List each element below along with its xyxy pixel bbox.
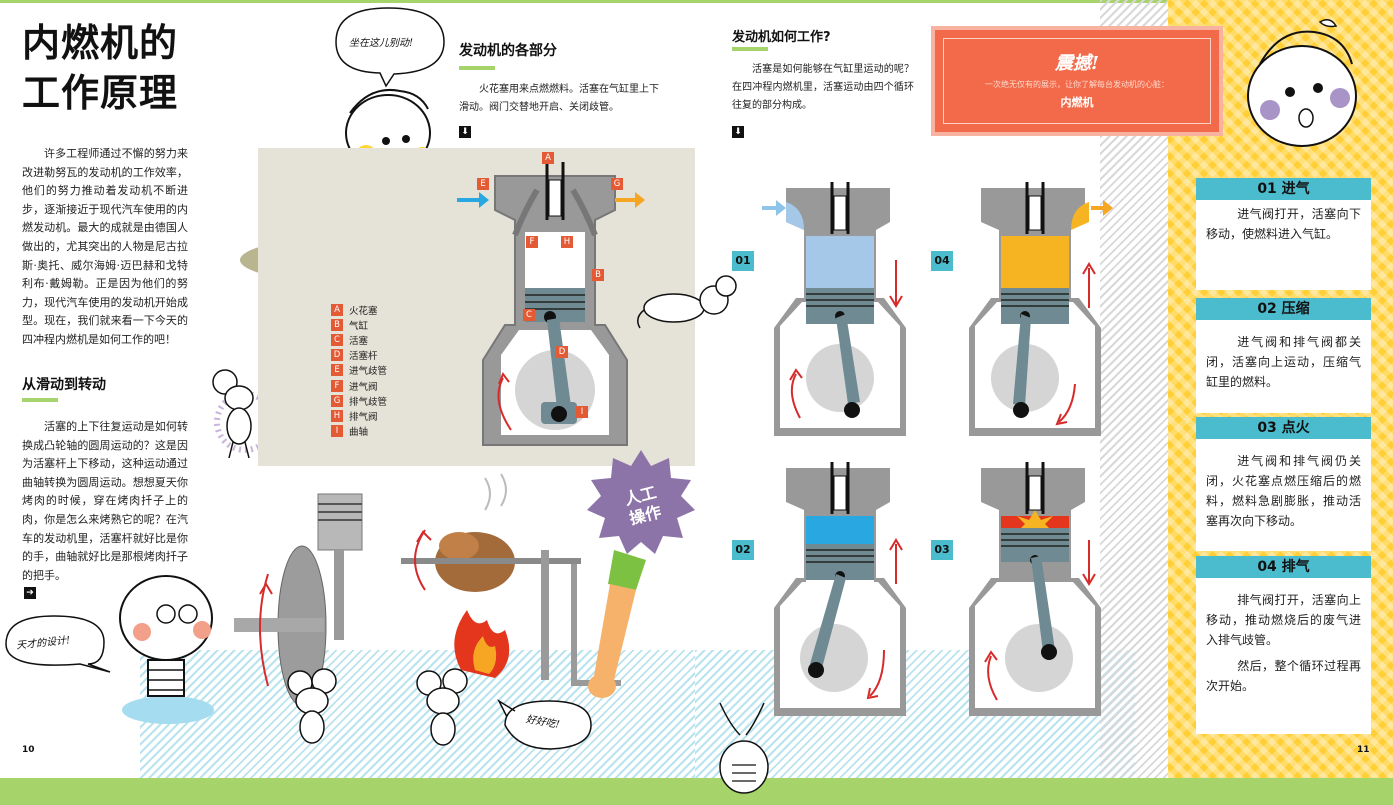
how-heading: 发动机如何工作?: [732, 30, 831, 45]
legend-key: D: [331, 349, 343, 362]
legend-key: E: [331, 364, 343, 377]
parts-heading-underline: [459, 66, 495, 70]
legend-item: I 曲轴: [331, 424, 387, 439]
speech-bubble-genius: [5, 615, 111, 673]
boy-glasses-illustration: [119, 575, 214, 724]
parts-paragraph: 火花塞用来点燃燃料。活塞在气缸里上下滑动。阀门交替地开启、关闭歧管。: [459, 84, 659, 113]
slide-paragraph: 活塞的上下往复运动是如何转换成凸轮轴的圆周运动的？这是因为活塞杆上下移动，这种运…: [22, 420, 188, 582]
showcase-name: 内燃机: [1060, 96, 1094, 109]
legend-key: F: [331, 379, 343, 392]
legend-label: 气缸: [349, 320, 369, 332]
page-number-right: 11: [1357, 745, 1370, 755]
legend-item: A 火花塞: [331, 302, 387, 317]
mouse-peeking-illustration: [719, 702, 769, 794]
label-e: E: [477, 178, 489, 190]
section-heading-slide: 从滑动到转动: [22, 377, 106, 393]
legend-key: H: [331, 409, 343, 422]
legend-label: 活塞: [349, 335, 369, 347]
cylinder-compression-diagram: [774, 462, 906, 716]
mouse-lying-illustration: [637, 275, 737, 329]
step-tag-03: 03: [931, 540, 953, 560]
stroke-title: 01 进气: [1196, 178, 1371, 200]
stroke-text: 进气阀和排气阀仍关闭，火花塞点燃压缩后的燃料，燃料急剧膨胀，推动活塞再次向下移动…: [1206, 454, 1361, 528]
label-a: A: [542, 152, 554, 164]
legend-item: H 排气阀: [331, 408, 387, 423]
down-arrow-icon-2: ⬇: [732, 126, 744, 138]
label-c: C: [523, 309, 535, 321]
girl-face-illustration: [1247, 19, 1357, 147]
page-title: 内燃机的 工作原理: [22, 18, 222, 118]
mouse-bottom-2-illustration: [416, 668, 468, 746]
legend-key: C: [331, 333, 343, 346]
stroke-card-intake: 01 进气 进气阀打开，活塞向下移动，使燃料进入气缸。: [1196, 178, 1371, 290]
intro-paragraph: 许多工程师通过不懈的努力来改进勒努瓦的发动机的工作效率，他们的努力推动着发动机不…: [22, 147, 188, 346]
label-b: B: [592, 269, 604, 281]
bottom-border: [0, 778, 1393, 805]
legend-label: 火花塞: [349, 305, 378, 317]
legend-item: G 排气歧管: [331, 393, 387, 408]
speech-bubble-yummy: [497, 698, 592, 750]
how-paragraph: 活塞是如何能够在气缸里运动的呢？在四冲程内燃机里，活塞运动由四个循环往复的部分构…: [732, 64, 914, 111]
title-line-1: 内燃机的: [22, 20, 179, 65]
crankshaft-illustration: [234, 493, 363, 707]
legend-label: 进气阀: [349, 381, 378, 393]
continue-arrow-icon: ➔: [24, 587, 36, 599]
speech-bubble-top: [335, 7, 445, 88]
step-tag-01: 01: [732, 251, 754, 271]
stroke-text: 进气阀和排气阀都关闭，活塞向上运动，压缩气缸里的燃料。: [1206, 335, 1361, 389]
label-f: F: [526, 236, 538, 248]
manual-operation-badge: [587, 450, 695, 554]
mouse-bottom-1-illustration: [287, 668, 337, 744]
label-g: G: [611, 178, 623, 190]
stroke-card-compression: 02 压缩 进气阀和排气阀都关闭，活塞向上运动，压缩气缸里的燃料。: [1196, 298, 1371, 413]
stroke-title: 03 点火: [1196, 417, 1371, 439]
stroke-text: 进气阀打开，活塞向下移动，使燃料进入气缸。: [1206, 207, 1361, 241]
showcase-inner: 震撼! 一次绝无仅有的展示，让你了解每台发动机的心脏： 内燃机: [943, 38, 1211, 124]
legend-item: E 进气歧管: [331, 363, 387, 378]
page-number-left: 10: [22, 745, 35, 755]
down-arrow-icon: ⬇: [459, 126, 471, 138]
parts-heading: 发动机的各部分: [459, 43, 557, 59]
step-tag-04: 04: [931, 251, 953, 271]
legend-label: 曲轴: [349, 427, 369, 439]
showcase-title: 震撼!: [1055, 53, 1099, 74]
stroke-card-exhaust: 04 排气 排气阀打开，活塞向上移动，推动燃烧后的废气进入排气歧管。 然后，整个…: [1196, 556, 1371, 734]
stroke-text: 排气阀打开，活塞向上移动，推动燃烧后的废气进入排气歧管。: [1206, 593, 1361, 647]
stroke-card-ignition: 03 点火 进气阀和排气阀仍关闭，火花塞点燃压缩后的燃料，燃料急剧膨胀，推动活塞…: [1196, 417, 1371, 551]
engine-showcase-box: 震撼! 一次绝无仅有的展示，让你了解每台发动机的心脏： 内燃机: [931, 26, 1223, 136]
label-d: D: [556, 346, 568, 358]
how-heading-underline: [732, 47, 768, 51]
legend-key: G: [331, 394, 343, 407]
legend-item: B 气缸: [331, 317, 387, 332]
stroke-title: 04 排气: [1196, 556, 1371, 578]
legend-label: 排气阀: [349, 411, 378, 423]
section-underline: [22, 398, 58, 402]
stroke-text-repeat: 然后，整个循环过程再次开始。: [1206, 659, 1361, 693]
legend-label: 排气歧管: [349, 396, 388, 408]
legend-key: A: [331, 303, 343, 316]
step-tag-02: 02: [732, 540, 754, 560]
arm-illustration: [588, 550, 646, 698]
cylinder-exhaust-diagram: [969, 182, 1113, 436]
stroke-title: 02 压缩: [1196, 298, 1371, 320]
legend-key: I: [331, 425, 343, 438]
cylinder-intake-diagram: [762, 182, 906, 436]
legend-item: C 活塞: [331, 332, 387, 347]
bubble-text-top: 坐在这儿别动!: [349, 38, 414, 49]
top-border: [0, 0, 1393, 3]
label-h: H: [561, 236, 573, 248]
showcase-subtitle: 一次绝无仅有的展示，让你了解每台发动机的心脏：: [985, 80, 1169, 89]
legend-label: 活塞杆: [349, 351, 378, 363]
title-line-2: 工作原理: [22, 70, 179, 115]
cylinder-power-diagram: [969, 462, 1101, 716]
label-i: I: [576, 406, 588, 418]
legend-item: D 活塞杆: [331, 348, 387, 363]
roasting-spit-illustration: [401, 473, 621, 686]
legend-key: B: [331, 318, 343, 331]
legend-label: 进气歧管: [349, 366, 388, 378]
legend-item: F 进气阀: [331, 378, 387, 393]
